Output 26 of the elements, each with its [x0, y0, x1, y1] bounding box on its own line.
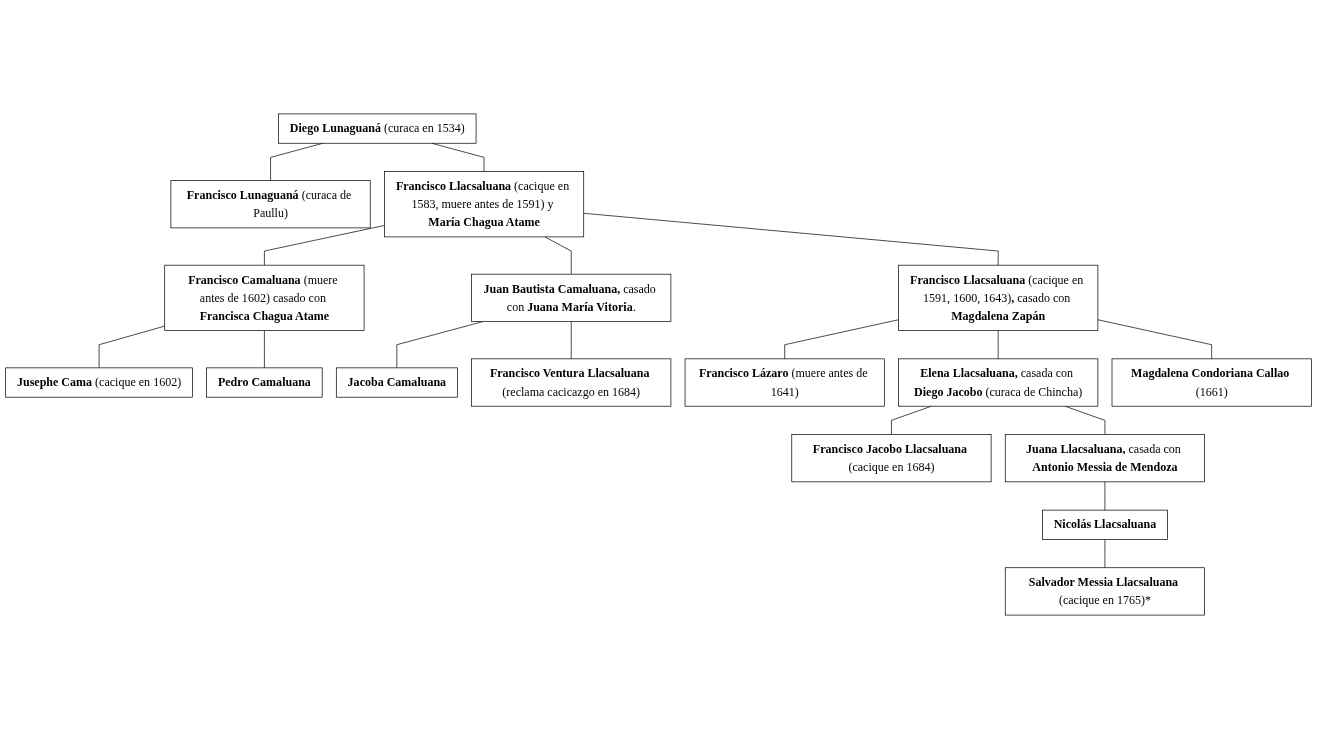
node-box: Juan Bautista Camaluana, casado con Juana María Vitoria.	[471, 273, 672, 322]
node-box: Elena Llacsaluana, casada con Diego Jacobo (curaca de Chincha)	[898, 358, 1099, 407]
connector	[997, 330, 999, 360]
node-box: Diego Lunaguaná (curaca en 1534)	[278, 113, 477, 144]
connector	[264, 330, 265, 369]
connector	[264, 225, 385, 266]
node-box: Francisco Lázaro (muere antes de 1641)	[684, 358, 885, 407]
node-box: Francisco Jacobo Llacsaluana (cacique en 1684)	[791, 434, 992, 483]
connector	[1097, 319, 1213, 360]
connector	[98, 325, 166, 369]
node-box: Nicolás Llacsaluana	[1042, 509, 1168, 540]
connector	[570, 321, 572, 360]
connector	[1104, 539, 1106, 569]
node-box: Juana Llacsaluana, casada con Antonio Messia de Mendoza	[1004, 434, 1205, 483]
connector	[583, 212, 999, 266]
node-box: Jacoba Camaluana	[335, 367, 458, 398]
node-box: Francisco Llacsaluana (cacique en 1591, 1600, 1643), casado con Magdalena Zapán	[898, 264, 1099, 331]
node-box: Francisco Camaluana (muere antes de 1602) casado con Francisca Chagua Atame	[164, 264, 365, 331]
node-box: Magdalena Condoriana Callao (1661)	[1111, 358, 1312, 407]
connector	[784, 319, 899, 360]
node-box: Francisco Ventura Llacsaluana (reclama cacicazgo en 1684)	[471, 358, 672, 407]
node-box: Francisco Llacsaluana (cacique en 1583, muere antes de 1591) y María Chagua Atame	[384, 171, 585, 238]
node-box: Pedro Camaluana	[206, 367, 323, 398]
node-box: Francisco Lunaguaná (curaca de Paullu)	[170, 180, 371, 229]
node-box: Jusephe Cama (cacique en 1602)	[5, 367, 193, 398]
node-box: Salvador Messia Llacsaluana (cacique en 1765)*	[1004, 567, 1205, 616]
